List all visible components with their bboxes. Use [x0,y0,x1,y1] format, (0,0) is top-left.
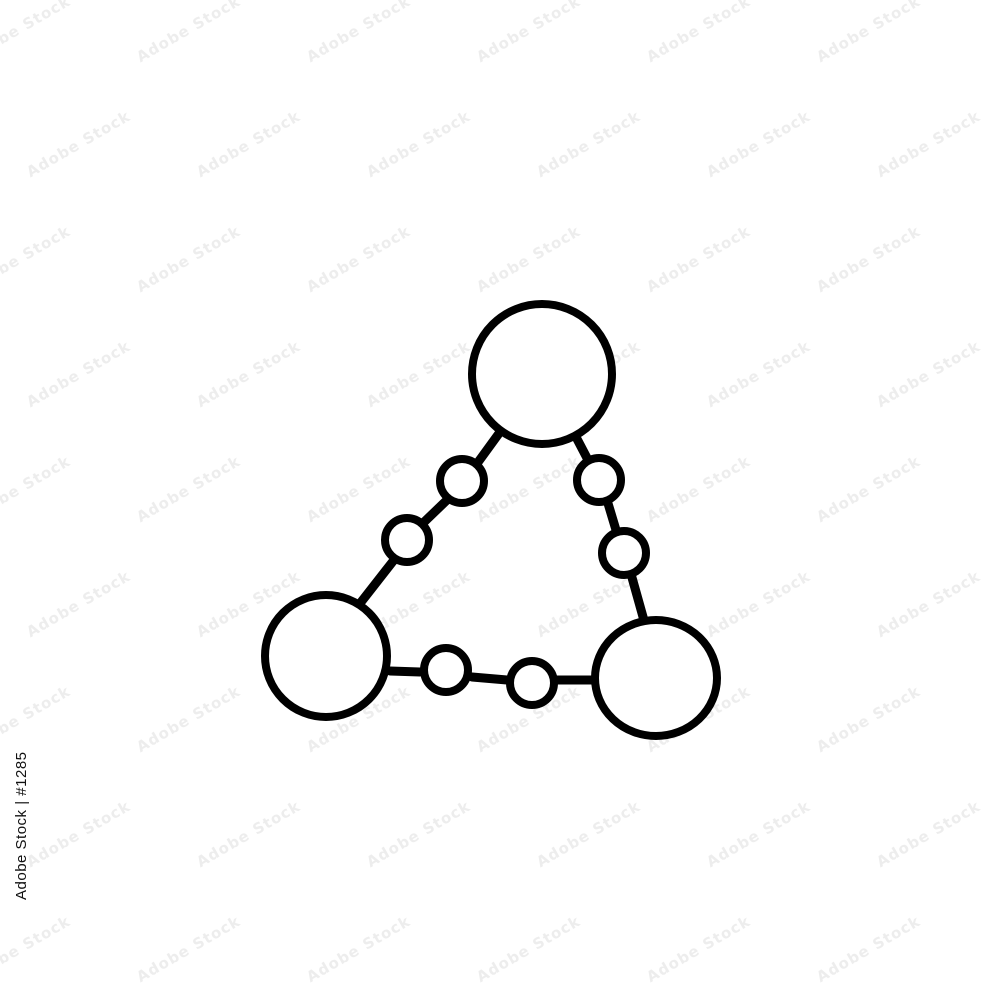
hub-node-top [468,300,616,448]
connector-dot [598,527,650,579]
connector-dot [381,514,433,566]
edge-top-left [353,555,399,611]
stock-id-text: Adobe Stock | #1285544953 [13,752,30,900]
edge-bottom [385,666,425,677]
edge-top-left [471,427,505,470]
edge-top-right [602,495,621,535]
connector-dot [506,657,558,709]
edge-top-right [571,432,592,463]
connector-dot [420,644,472,696]
hub-node-left [261,591,391,721]
hub-node-right [591,616,721,740]
edge-bottom [467,672,512,685]
stock-id-label: Adobe Stock | #1285544953 [13,752,33,900]
connector-dot [573,454,625,506]
edge-top-left [416,495,452,530]
connector-dot [436,455,488,507]
edge-top-right [626,569,650,629]
